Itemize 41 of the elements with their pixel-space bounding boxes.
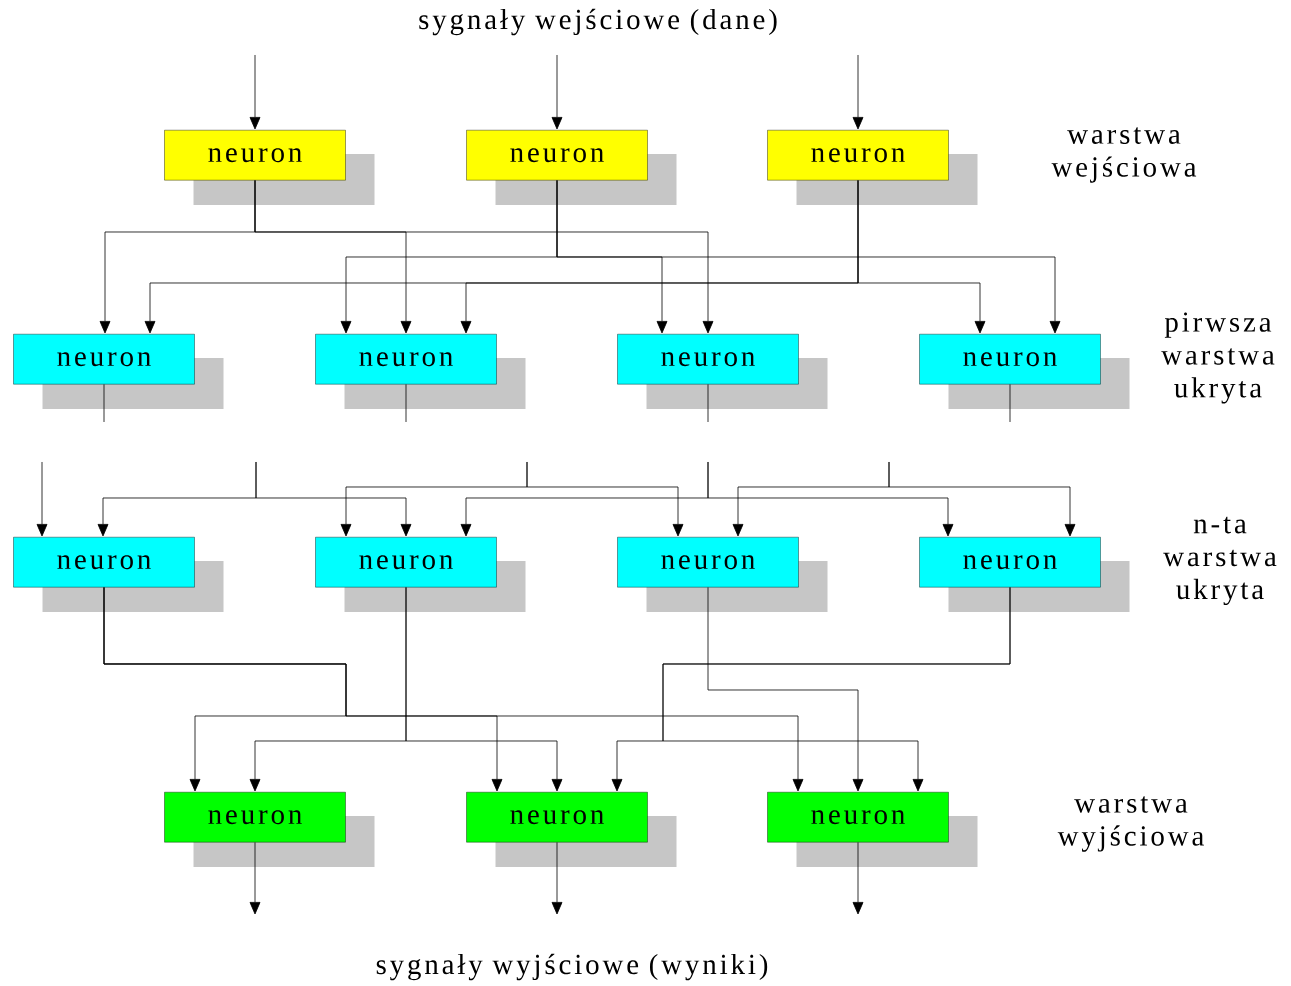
neuron-box: neuron (919, 537, 1130, 612)
arrow (551, 842, 563, 915)
arrow (888, 461, 1076, 537)
neuron-box: neuron (617, 537, 828, 612)
heading: sygnały wejściowe (dane) (419, 8, 777, 36)
arrow (36, 461, 48, 537)
arrow (551, 54, 563, 130)
arrow (852, 54, 864, 130)
arrow (254, 180, 714, 334)
neuron-box: neuron (466, 792, 677, 867)
arrow (852, 842, 864, 915)
arrow (405, 587, 563, 792)
caption: sygnały wyjściowe (wyniki) (376, 953, 768, 981)
neuron-box: neuron (767, 130, 978, 205)
arrow (526, 461, 684, 537)
layer-label: warstwa wejściowa (1051, 127, 1197, 183)
arrow (707, 587, 864, 792)
arrow (249, 54, 261, 130)
arrow (255, 461, 412, 537)
arrow (857, 180, 986, 334)
connector-line (103, 384, 105, 423)
neuron-box: neuron (466, 130, 677, 205)
arrow (103, 587, 804, 792)
connector-line (405, 384, 407, 423)
neuron-box: neuron (617, 334, 828, 409)
neuron-box: neuron (164, 792, 375, 867)
connector-line (707, 384, 709, 423)
neuron-box: neuron (767, 792, 978, 867)
neuron-box: neuron (164, 130, 375, 205)
neuron-box: neuron (919, 334, 1130, 409)
neuron-box: neuron (315, 537, 526, 612)
layer-label: pirwsza warstwa ukryta (1161, 312, 1275, 404)
neuron-box: neuron (13, 334, 224, 409)
neuron-box: neuron (315, 334, 526, 409)
layer-label: n-ta warstwa ukryta (1163, 516, 1277, 606)
arrow (556, 180, 1061, 334)
arrow (707, 461, 954, 537)
arrow (249, 842, 261, 915)
layer-label: warstwa wyjściowa (1057, 796, 1204, 852)
neuron-box: neuron (13, 537, 224, 612)
connector-line (1009, 384, 1011, 423)
